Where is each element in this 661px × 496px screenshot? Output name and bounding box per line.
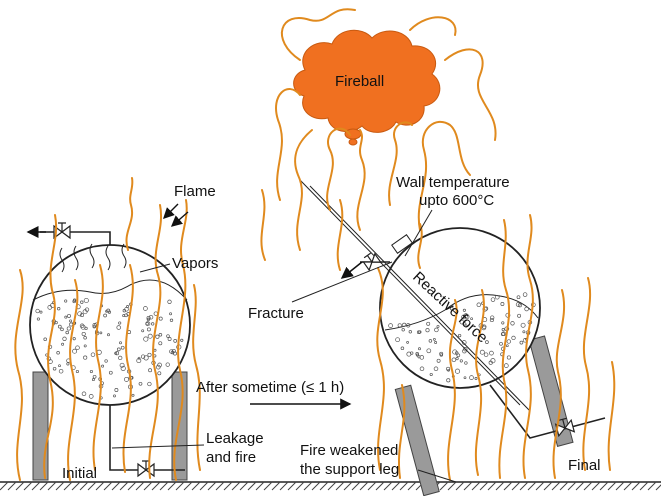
fracture-leader xyxy=(291,261,393,303)
fireball-label: Fireball xyxy=(335,73,384,90)
final-drain-pipe xyxy=(489,384,606,439)
initial-left-support-leg xyxy=(32,371,49,481)
arrow-icon xyxy=(170,211,189,227)
valve-icon xyxy=(137,460,155,478)
final-label: Final xyxy=(568,457,601,474)
fireball-cloud xyxy=(293,29,441,133)
valve-icon xyxy=(362,252,382,272)
reactive-force-axis xyxy=(299,179,521,406)
vapors-leader xyxy=(139,263,171,273)
fireball-stem-tip xyxy=(348,138,358,146)
vapor-wisp-icon xyxy=(59,243,127,273)
wall-temperature-value: upto 600°C xyxy=(419,192,494,209)
initial-flames xyxy=(14,177,201,481)
valve-icon xyxy=(53,222,71,240)
ground xyxy=(0,481,661,491)
final-tank-group xyxy=(299,179,616,496)
fire-weakened-label-line2: the support leg xyxy=(300,461,399,478)
initial-relief-pipe xyxy=(40,231,111,245)
initial-tank-group xyxy=(14,177,201,481)
wall-temperature-label: Wall temperature xyxy=(396,174,510,191)
fireball-group xyxy=(260,8,497,271)
fire-weakened-label: Fire weakened xyxy=(300,442,398,459)
leakage-label: Leakage xyxy=(206,430,264,447)
initial-label: Initial xyxy=(62,465,97,482)
arrow-icon xyxy=(163,203,179,219)
rising-flames xyxy=(260,8,497,271)
fireball-stem xyxy=(344,128,362,140)
leakage-label-line2: and fire xyxy=(206,449,256,466)
final-right-support-leg xyxy=(528,335,574,447)
fracture-nozzle xyxy=(391,234,413,254)
arrow-icon xyxy=(340,261,363,279)
valve-icon xyxy=(554,417,576,438)
fire-weakened-leader xyxy=(417,469,457,483)
wall-temperature-leader xyxy=(404,209,433,257)
reactive-force-axis-2 xyxy=(309,185,531,412)
flame-label: Flame xyxy=(174,183,216,200)
vapors-label: Vapors xyxy=(172,255,218,272)
after-sometime-label: After sometime (≤ 1 h) xyxy=(196,379,344,396)
initial-liquid-level xyxy=(32,279,188,301)
final-liquid-level xyxy=(384,294,539,331)
fracture-label: Fracture xyxy=(248,305,304,322)
leakage-leader xyxy=(111,444,205,449)
initial-drain-pipe xyxy=(109,405,185,471)
final-left-support-leg xyxy=(394,384,440,496)
